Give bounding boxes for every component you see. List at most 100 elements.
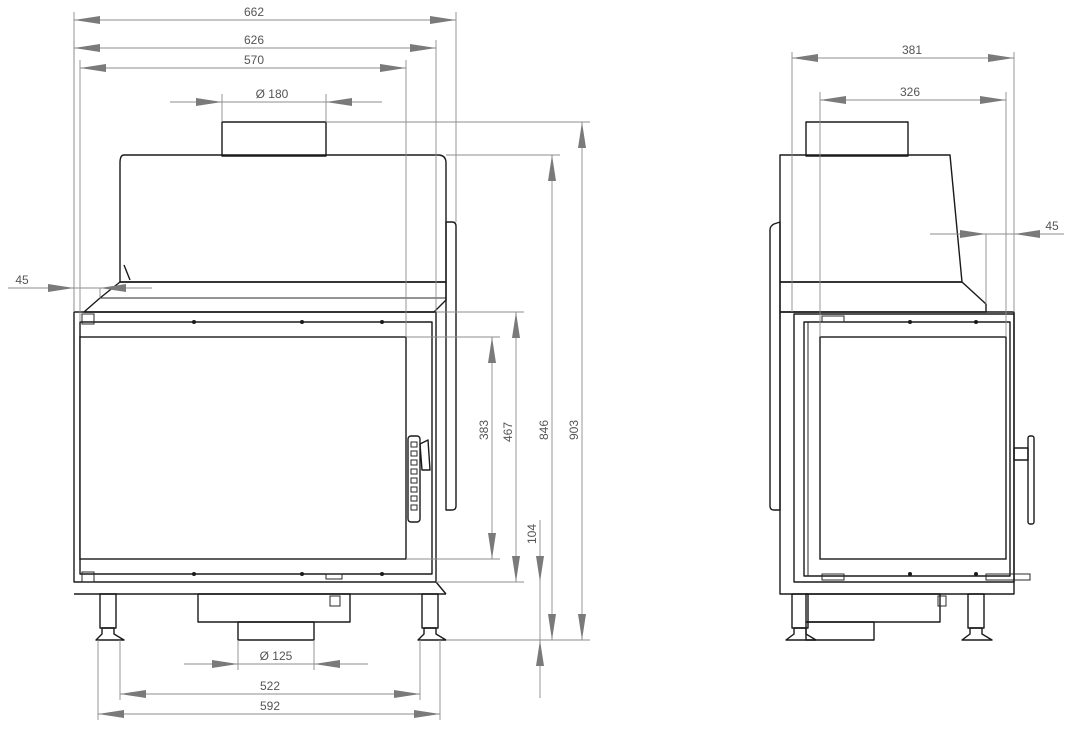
dim-846-label: 846	[537, 420, 551, 440]
dim-arrow	[792, 54, 818, 62]
front-rivet	[192, 572, 196, 576]
front-latch	[419, 439, 431, 471]
side-rivet	[974, 320, 978, 324]
side-air-inlet	[937, 595, 947, 607]
dim-903-label: 903	[567, 420, 581, 440]
front-leg-right	[421, 593, 439, 629]
dim-522-label: 522	[260, 679, 280, 693]
front-view	[73, 121, 457, 641]
side-door-inner	[803, 321, 1011, 577]
side-ash-box	[805, 593, 941, 623]
dim-arrow	[548, 614, 556, 640]
side-foot-right	[961, 627, 993, 641]
front-hood-taper	[83, 281, 447, 313]
front-hood	[119, 154, 447, 283]
dim-arrow	[48, 284, 74, 292]
dim-arrow	[548, 155, 556, 181]
side-foot-left	[785, 627, 817, 641]
front-rivet	[300, 572, 304, 576]
dim-570-label: 570	[244, 53, 264, 67]
front-flue-collar-top	[221, 121, 327, 157]
dim-arrow	[414, 710, 440, 718]
dim-arrow	[410, 44, 436, 52]
front-door-handle	[407, 435, 421, 523]
dim-arrow	[80, 64, 106, 72]
dim-arrow	[394, 690, 420, 698]
side-hood-taper	[779, 281, 987, 313]
dim-arrow	[380, 64, 406, 72]
dim-arrow	[74, 44, 100, 52]
dim-arrow	[578, 122, 586, 148]
front-side-panel	[445, 221, 457, 511]
front-foot-right	[417, 627, 447, 641]
dim-180-label: Ø 180	[256, 87, 289, 101]
dim-381-label: 381	[902, 43, 922, 57]
dim-arrow	[512, 556, 520, 582]
side-view	[769, 121, 1035, 641]
dim-arrow	[196, 98, 222, 106]
dim-arrow	[536, 640, 544, 666]
dim-45-left-label: 45	[15, 273, 29, 287]
side-glass	[819, 336, 1007, 560]
side-handle-grip	[1027, 435, 1035, 525]
dim-arrow	[98, 710, 124, 718]
side-rivet	[908, 572, 912, 576]
dim-arrow	[74, 16, 100, 24]
front-base-right	[435, 581, 447, 595]
front-flue-collar-bottom	[237, 621, 315, 641]
front-hood-lower-edge	[123, 264, 131, 281]
side-flue-bottom	[805, 621, 875, 641]
side-hood	[779, 154, 963, 283]
dim-arrow	[430, 16, 456, 24]
front-rivet	[192, 320, 196, 324]
front-hinge-top	[81, 313, 95, 325]
dim-arrow	[578, 614, 586, 640]
dim-arrow	[100, 284, 126, 292]
side-rivet	[908, 320, 912, 324]
front-rivet	[380, 572, 384, 576]
front-foot-left	[95, 627, 125, 641]
side-dimensions: 381 326 45	[791, 43, 1064, 337]
front-hinge-bottom	[81, 571, 95, 583]
dim-104-label: 104	[525, 524, 539, 544]
dim-626-label: 626	[244, 33, 264, 47]
dim-arrow	[512, 312, 520, 338]
side-rear-panel	[769, 221, 781, 511]
dim-326-label: 326	[900, 85, 920, 99]
dim-arrow	[314, 660, 340, 668]
dim-125-label: Ø 125	[260, 649, 293, 663]
front-dimensions: 662 626 570 Ø 180 45 903	[8, 5, 590, 720]
dim-592-label: 592	[260, 699, 280, 713]
dim-arrow	[960, 230, 986, 238]
front-air-inlet	[329, 595, 341, 607]
front-ash-box	[197, 593, 351, 623]
dim-arrow	[980, 96, 1006, 104]
dim-arrow	[212, 660, 238, 668]
front-glass	[79, 336, 407, 560]
side-flue-collar	[805, 121, 909, 157]
side-rivet	[974, 572, 978, 576]
side-handle-stem	[1013, 447, 1029, 461]
dim-arrow	[536, 556, 544, 582]
dim-383-label: 383	[477, 420, 491, 440]
dim-arrow	[120, 690, 146, 698]
dim-662-label: 662	[244, 5, 264, 19]
dim-arrow	[820, 96, 846, 104]
dim-arrow	[988, 54, 1014, 62]
side-ash-lever	[985, 573, 1031, 581]
dim-arrow	[326, 98, 352, 106]
front-bottom-latch	[325, 573, 343, 580]
dim-467-label: 467	[501, 422, 515, 442]
side-hinge-top	[821, 315, 845, 323]
front-rivet	[380, 320, 384, 324]
side-hinge-bottom	[821, 573, 845, 581]
front-air-slots	[410, 441, 418, 511]
side-leg-right	[967, 593, 985, 629]
dim-arrow	[488, 337, 496, 363]
dim-45-right-label: 45	[1045, 219, 1059, 233]
front-rivet	[300, 320, 304, 324]
front-door-frame	[73, 311, 437, 583]
dim-arrow	[488, 533, 496, 559]
dim-arrow	[1014, 230, 1040, 238]
